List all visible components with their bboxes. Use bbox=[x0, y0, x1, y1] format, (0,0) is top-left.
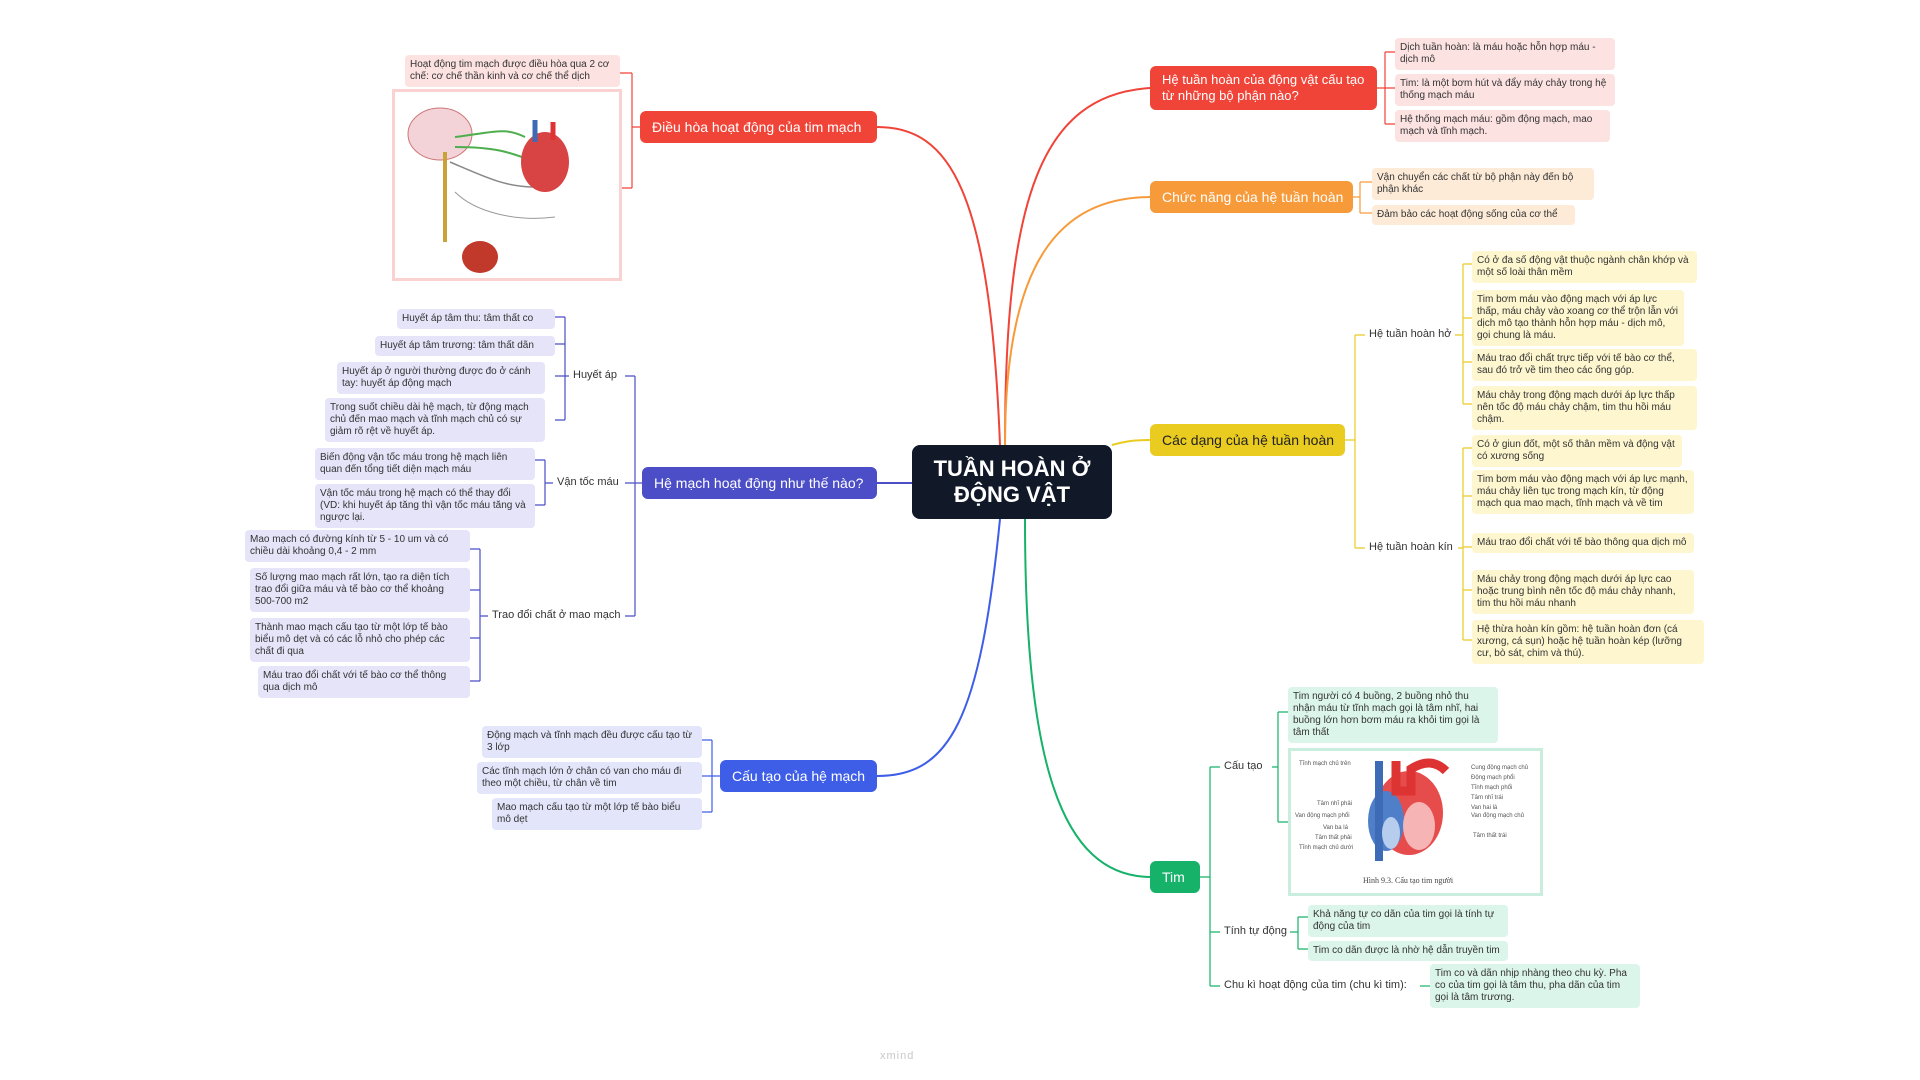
fig-label-right-7: Tâm thất trái bbox=[1473, 833, 1507, 839]
leaf-huyet-ap-1[interactable]: Huyết áp tâm thu: tâm thất co bbox=[397, 309, 555, 329]
leaf-van-toc-1[interactable]: Biến động vận tốc máu trong hệ mạch liên… bbox=[315, 448, 535, 480]
branch-chuc-nang[interactable]: Chức năng của hệ tuần hoàn bbox=[1150, 181, 1353, 213]
sub-chu-ki-tim[interactable]: Chu kì hoạt động của tim (chu kì tim): bbox=[1224, 979, 1407, 991]
nerve-regulation-image bbox=[392, 89, 622, 281]
leaf-he-thong-mach[interactable]: Hệ thống mạch máu: gồm động mạch, mao mạ… bbox=[1395, 110, 1610, 142]
leaf-cau-tao-3[interactable]: Mao mạch cấu tạo từ một lớp tế bào biểu … bbox=[492, 798, 702, 830]
leaf-tim-4-buong[interactable]: Tim người có 4 buồng, 2 buồng nhỏ thu nh… bbox=[1288, 687, 1498, 743]
leaf-trao-doi-1[interactable]: Mao mạch có đường kính từ 5 - 10 um và c… bbox=[245, 530, 470, 562]
branch-dieu-hoa[interactable]: Điều hòa hoạt động của tim mạch bbox=[640, 111, 877, 143]
sub-he-tuan-hoan-ho[interactable]: Hệ tuần hoàn hở bbox=[1369, 328, 1452, 340]
branch-cau-tao-bo-phan[interactable]: Hệ tuần hoàn của động vật cấu tạo từ nhữ… bbox=[1150, 66, 1377, 110]
fig-label-left-5: Tâm thất phải bbox=[1315, 835, 1352, 841]
leaf-ho-2[interactable]: Tim bơm máu vào động mạch với áp lực thấ… bbox=[1472, 290, 1684, 346]
leaf-huyet-ap-2[interactable]: Huyết áp tâm trương: tâm thất dãn bbox=[375, 336, 555, 356]
heart-diagram-image: Tĩnh mạch chủ trên Tâm nhĩ phải Van động… bbox=[1288, 748, 1543, 896]
leaf-dam-bao[interactable]: Đảm bảo các hoạt động sống của cơ thể bbox=[1372, 205, 1575, 225]
nerve-heart-illustration bbox=[407, 107, 569, 273]
fig-label-left-4: Van ba lá bbox=[1323, 825, 1349, 831]
root-topic[interactable]: TUẦN HOÀN Ở ĐỘNG VẬT bbox=[912, 445, 1112, 519]
leaf-trao-doi-4[interactable]: Máu trao đổi chất với tế bào cơ thể thôn… bbox=[258, 666, 470, 698]
leaf-ho-1[interactable]: Có ở đa số động vật thuộc ngành chân khớ… bbox=[1472, 251, 1697, 283]
leaf-cau-tao-1[interactable]: Động mạch và tĩnh mạch đều được cấu tạo … bbox=[482, 726, 702, 758]
leaf-dich-tuan-hoan[interactable]: Dịch tuần hoàn: là máu hoặc hỗn hợp máu … bbox=[1395, 38, 1615, 70]
leaf-trao-doi-3[interactable]: Thành mao mạch cấu tạo từ một lớp tế bào… bbox=[250, 618, 470, 662]
sub-huyet-ap[interactable]: Huyết áp bbox=[573, 369, 618, 381]
leaf-kin-5[interactable]: Hệ thừa hoàn kín gồm: hệ tuần hoàn đơn (… bbox=[1472, 620, 1704, 664]
fig-label-left-3: Van động mạch phổi bbox=[1295, 812, 1350, 819]
leaf-tim-bom[interactable]: Tim: là một bơm hút và đẩy máy chảy tron… bbox=[1395, 74, 1615, 106]
leaf-kin-4[interactable]: Máu chảy trong động mạch dưới áp lực cao… bbox=[1472, 570, 1694, 614]
leaf-tinh-tu-dong-2[interactable]: Tim co dãn được là nhờ hệ dẫn truyền tim bbox=[1308, 941, 1508, 961]
sub-van-toc[interactable]: Vận tốc máu bbox=[557, 476, 619, 488]
fig-label-right-5: Van hai lá bbox=[1471, 805, 1498, 811]
fig-label-left-6: Tĩnh mạch chủ dưới bbox=[1299, 844, 1353, 851]
fig-caption: Hình 9.3. Cấu tạo tim người bbox=[1363, 876, 1454, 885]
branch-he-mach[interactable]: Hệ mạch hoạt động như thế nào? bbox=[642, 467, 877, 499]
leaf-kin-2[interactable]: Tim bơm máu vào động mạch với áp lực mạn… bbox=[1472, 470, 1694, 514]
fig-label-right-3: Tĩnh mạch phổi bbox=[1471, 784, 1512, 791]
fig-label-left-2: Tâm nhĩ phải bbox=[1317, 801, 1352, 807]
leaf-cau-tao-2[interactable]: Các tĩnh mạch lớn ở chân có van cho máu … bbox=[477, 762, 702, 794]
fig-label-right-2: Động mạch phổi bbox=[1471, 774, 1515, 781]
fig-label-right-6: Van động mạch chủ bbox=[1471, 812, 1524, 819]
branch-cac-dang[interactable]: Các dạng của hệ tuần hoàn bbox=[1150, 424, 1345, 456]
leaf-trao-doi-2[interactable]: Số lượng mao mạch rất lớn, tạo ra diện t… bbox=[250, 568, 470, 612]
leaf-ho-3[interactable]: Máu trao đổi chất trực tiếp với tế bào c… bbox=[1472, 349, 1697, 381]
leaf-dieu-hoa-1[interactable]: Hoạt động tim mạch được điều hòa qua 2 c… bbox=[405, 55, 620, 87]
sub-he-tuan-hoan-kin[interactable]: Hệ tuần hoàn kín bbox=[1369, 541, 1453, 553]
leaf-kin-1[interactable]: Có ở giun đốt, một số thân mềm và động v… bbox=[1472, 435, 1682, 467]
watermark-footer: xmind bbox=[880, 1050, 915, 1062]
leaf-van-chuyen[interactable]: Vận chuyển các chất từ bộ phận này đến b… bbox=[1372, 168, 1594, 200]
fig-label-right-1: Cung động mạch chủ bbox=[1471, 764, 1528, 771]
sub-trao-doi[interactable]: Trao đổi chất ở mao mạch bbox=[492, 609, 621, 621]
leaf-van-toc-2[interactable]: Vận tốc máu trong hệ mạch có thể thay đổ… bbox=[315, 484, 535, 528]
branch-tim[interactable]: Tim bbox=[1150, 861, 1200, 893]
leaf-huyet-ap-4[interactable]: Trong suốt chiều dài hệ mạch, từ động mạ… bbox=[325, 398, 545, 442]
leaf-chu-ki-1[interactable]: Tim co và dãn nhịp nhàng theo chu kỳ. Ph… bbox=[1430, 964, 1640, 1008]
fig-label-right-4: Tâm nhĩ trái bbox=[1471, 795, 1503, 801]
branch-cau-tao-he-mach[interactable]: Cấu tạo của hệ mạch bbox=[720, 760, 877, 792]
leaf-ho-4[interactable]: Máu chảy trong động mạch dưới áp lực thấ… bbox=[1472, 386, 1697, 430]
sub-tinh-tu-dong[interactable]: Tính tự động bbox=[1224, 925, 1288, 937]
leaf-kin-3[interactable]: Máu trao đổi chất với tế bào thông qua d… bbox=[1472, 533, 1694, 553]
sub-cau-tao-tim[interactable]: Cấu tạo bbox=[1224, 760, 1263, 772]
leaf-huyet-ap-3[interactable]: Huyết áp ở người thường được đo ở cánh t… bbox=[337, 362, 545, 394]
leaf-tinh-tu-dong-1[interactable]: Khả năng tự co dãn của tim gọi là tính t… bbox=[1308, 905, 1508, 937]
heart-illustration: Tĩnh mạch chủ trên Tâm nhĩ phải Van động… bbox=[1295, 758, 1528, 885]
fig-label-left-1: Tĩnh mạch chủ trên bbox=[1299, 760, 1351, 767]
